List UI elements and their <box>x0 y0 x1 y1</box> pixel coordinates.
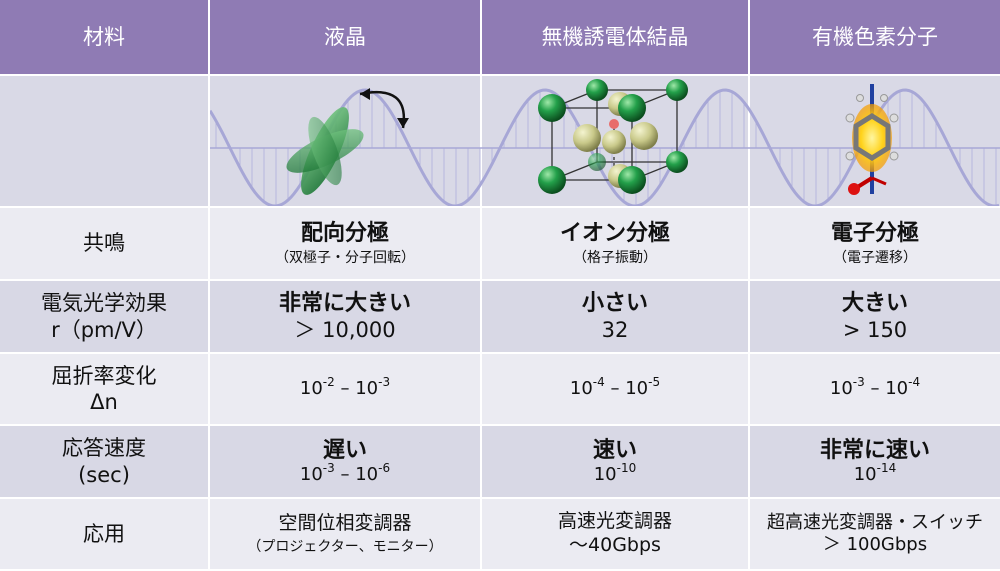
refractive-label-line2: Δn <box>90 390 118 414</box>
resonance-label-cell: 共鳴 <box>0 208 210 281</box>
header-inorganic-crystal-label: 無機誘電体結晶 <box>541 24 689 49</box>
speed-dye-main: 非常に速い <box>819 437 930 463</box>
resonance-lc-main: 配向分極 <box>300 220 389 246</box>
application-crystal-sub: ～40Gbps <box>569 534 661 556</box>
header-inorganic-crystal: 無機誘電体結晶 <box>482 0 750 76</box>
eo-lc-main: 非常に大きい <box>278 290 411 316</box>
speed-dye-value: 10-14 <box>853 461 897 485</box>
eo-label-line2: r（pm/V） <box>51 317 157 342</box>
eo-dye-main: 大きい <box>841 290 908 316</box>
application-lc-cell: 空間位相変調器 （プロジェクター、モニター） <box>210 499 482 571</box>
resonance-crystal-cell: イオン分極 （格子振動） <box>482 208 750 281</box>
refractive-crystal-cell: 10-4 – 10-5 <box>482 354 750 426</box>
application-dye-sub: ＞ 100Gbps <box>822 534 928 555</box>
application-lc-main: 空間位相変調器 <box>278 511 412 534</box>
application-crystal-main: 高速光変調器 <box>557 510 672 533</box>
crystal-lattice-icon <box>538 79 688 194</box>
resonance-dye-main: 電子分極 <box>830 220 919 246</box>
resonance-lc-cell: 配向分極 （双極子・分子回転） <box>210 208 482 281</box>
eo-lc-cell: 非常に大きい ＞ 10,000 <box>210 281 482 354</box>
light-wave-illustration <box>210 79 1000 206</box>
refractive-lc-value: 10-2 – 10-3 <box>299 374 391 399</box>
eo-dye-cell: 大きい > 150 <box>750 281 1000 354</box>
eo-crystal-value: 32 <box>601 318 629 343</box>
eo-label-cell: 電気光学効果 r（pm/V） <box>0 281 210 354</box>
resonance-dye-cell: 電子分極 （電子遷移） <box>750 208 1000 281</box>
speed-lc-value: 10-3 – 10-6 <box>299 461 391 485</box>
header-material: 材料 <box>0 0 210 76</box>
speed-crystal-value: 10-10 <box>593 461 637 485</box>
refractive-lc-cell: 10-2 – 10-3 <box>210 354 482 426</box>
eo-crystal-main: 小さい <box>581 290 648 316</box>
header-organic-dye-label: 有機色素分子 <box>812 24 938 49</box>
refractive-label-cell: 屈折率変化 Δn <box>0 354 210 426</box>
application-dye-main: 超高速光変調器・スイッチ <box>767 511 983 533</box>
speed-label-line2: (sec) <box>78 462 130 487</box>
application-lc-sub: （プロジェクター、モニター） <box>247 538 443 555</box>
resonance-crystal-main: イオン分極 <box>559 220 670 246</box>
eo-label-line1: 電気光学効果 <box>41 291 167 316</box>
speed-lc-main: 遅い <box>322 437 367 463</box>
eo-dye-value: > 150 <box>842 318 908 343</box>
refractive-dye-cell: 10-3 – 10-4 <box>750 354 1000 426</box>
resonance-lc-sub: （双極子・分子回転） <box>275 250 415 266</box>
speed-crystal-cell: 速い 10-10 <box>482 426 750 499</box>
application-crystal-cell: 高速光変調器 ～40Gbps <box>482 499 750 571</box>
header-material-label: 材料 <box>83 24 125 49</box>
application-label: 応用 <box>83 521 125 546</box>
speed-crystal-main: 速い <box>592 437 637 463</box>
header-liquid-crystal-label: 液晶 <box>324 24 366 49</box>
liquid-crystal-molecule-icon <box>286 107 364 195</box>
refractive-dye-value: 10-3 – 10-4 <box>829 374 921 399</box>
resonance-label: 共鳴 <box>83 231 125 256</box>
application-dye-cell: 超高速光変調器・スイッチ ＞ 100Gbps <box>750 499 1000 571</box>
eo-crystal-cell: 小さい 32 <box>482 281 750 354</box>
resonance-dye-sub: （電子遷移） <box>833 250 917 266</box>
header-organic-dye: 有機色素分子 <box>750 0 1000 76</box>
dye-molecule-icon <box>845 84 899 195</box>
refractive-crystal-value: 10-4 – 10-5 <box>569 374 661 399</box>
speed-label-line1: 応答速度 <box>62 436 146 461</box>
refractive-label-line1: 屈折率変化 <box>51 363 157 388</box>
application-label-cell: 応用 <box>0 499 210 571</box>
speed-lc-cell: 遅い 10-3 – 10-6 <box>210 426 482 499</box>
eo-lc-value: ＞ 10,000 <box>294 318 396 343</box>
resonance-crystal-sub: （格子振動） <box>573 250 657 266</box>
speed-label-cell: 応答速度 (sec) <box>0 426 210 499</box>
speed-dye-cell: 非常に速い 10-14 <box>750 426 1000 499</box>
header-liquid-crystal: 液晶 <box>210 0 482 76</box>
image-row-label <box>0 76 210 208</box>
